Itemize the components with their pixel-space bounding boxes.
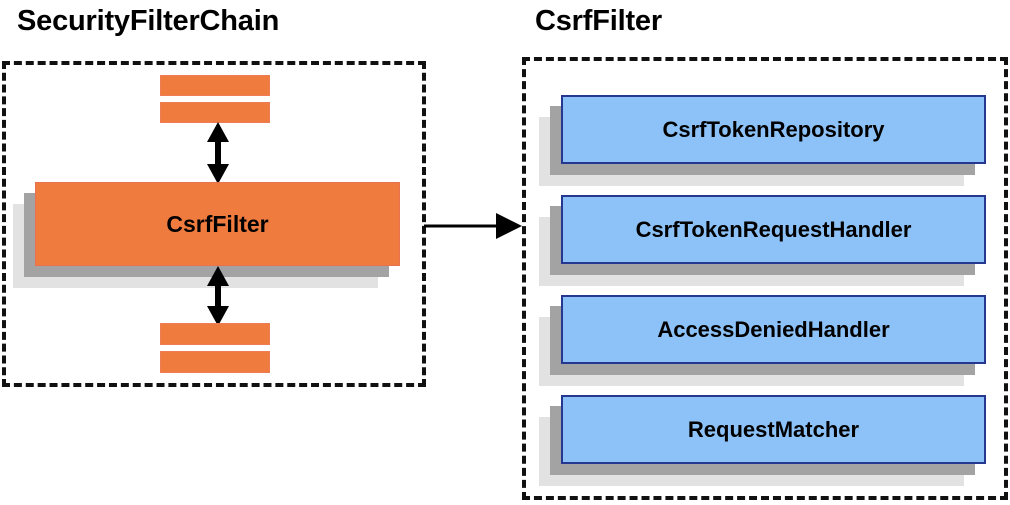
filter-bar-below-1[interactable] xyxy=(160,323,270,345)
security-filter-chain-container xyxy=(2,61,426,387)
collaborator-face[interactable]: CsrfTokenRepository xyxy=(561,95,986,164)
collaborator-face[interactable]: CsrfTokenRequestHandler xyxy=(561,195,986,264)
expand-arrow xyxy=(424,213,522,239)
left-panel-title: SecurityFilterChain xyxy=(17,5,280,37)
filter-bar-above-2[interactable] xyxy=(160,102,270,123)
csrf-filter-box[interactable]: CsrfFilter xyxy=(13,182,400,288)
collaborator-face[interactable]: AccessDeniedHandler xyxy=(561,295,986,364)
collaborator-label: AccessDeniedHandler xyxy=(657,316,890,342)
collaborator-box-csrf-token-repository[interactable]: CsrfTokenRepository xyxy=(539,95,986,186)
filter-bar-above-1[interactable] xyxy=(160,75,270,96)
filter-bar-below-2[interactable] xyxy=(160,351,270,373)
collaborator-box-access-denied-handler[interactable]: AccessDeniedHandler xyxy=(539,295,986,386)
collaborator-label: RequestMatcher xyxy=(687,416,860,442)
collaborator-label: CsrfTokenRequestHandler xyxy=(635,216,912,242)
csrf-filter-label: CsrfFilter xyxy=(166,210,269,237)
right-panel-title: CsrfFilter xyxy=(535,5,662,37)
collaborator-label: CsrfTokenRepository xyxy=(662,116,885,142)
chain-arrow-bottom xyxy=(207,266,229,326)
collaborator-box-request-matcher[interactable]: RequestMatcher xyxy=(539,395,986,486)
collaborator-face[interactable]: RequestMatcher xyxy=(561,395,986,464)
csrf-filter-face[interactable]: CsrfFilter xyxy=(35,182,400,266)
csrf-filter-collaborators-container xyxy=(522,57,1008,500)
chain-arrow-top xyxy=(207,122,229,184)
collaborator-box-csrf-token-request-handler[interactable]: CsrfTokenRequestHandler xyxy=(539,195,986,286)
